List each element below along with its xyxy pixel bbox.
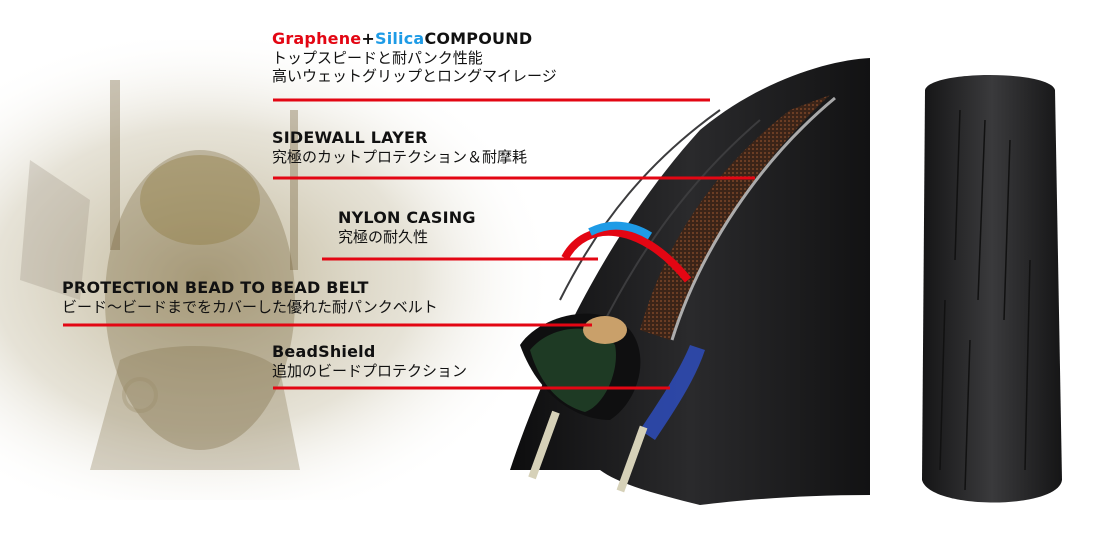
compound-title-graphene: Graphene — [272, 29, 362, 48]
casing-desc: 究極の耐久性 — [338, 228, 429, 246]
tire-cutaway — [510, 58, 870, 505]
sidewall-desc: 究極のカットプロテクション＆耐摩耗 — [272, 148, 528, 166]
callout-lines — [63, 98, 755, 390]
beadshield-title: BeadShield — [272, 342, 376, 361]
compound-title-silica: Silica — [374, 29, 425, 48]
protection-title: PROTECTION BEAD TO BEAD BELT — [62, 278, 369, 297]
compound-desc-line2: 高いウェットグリップとロングマイレージ — [272, 67, 557, 85]
samurai-background — [0, 40, 640, 500]
beadshield-desc: 追加のビードプロテクション — [272, 362, 468, 380]
compound-title-compound: COMPOUND — [424, 29, 533, 48]
tire-front-view — [922, 75, 1062, 503]
protection-label: PROTECTION BEAD TO BEAD BELT ビード～ビードまでをカ… — [62, 278, 438, 316]
compound-title-plus: + — [361, 29, 375, 48]
compound-title: Graphene+SilicaCOMPOUND — [272, 29, 557, 49]
beadshield-label: BeadShield 追加のビードプロテクション — [272, 342, 467, 380]
sidewall-title: SIDEWALL LAYER — [272, 128, 428, 147]
sidewall-label: SIDEWALL LAYER 究極のカットプロテクション＆耐摩耗 — [272, 128, 527, 166]
protection-desc: ビード～ビードまでをカバーした優れた耐パンクベルト — [62, 298, 438, 316]
casing-title: NYLON CASING — [338, 208, 476, 227]
compound-desc-line1: トップスピードと耐パンク性能 — [272, 49, 483, 67]
compound-label: Graphene+SilicaCOMPOUND トップスピードと耐パンク性能 高… — [272, 29, 557, 85]
casing-label: NYLON CASING 究極の耐久性 — [338, 208, 476, 246]
